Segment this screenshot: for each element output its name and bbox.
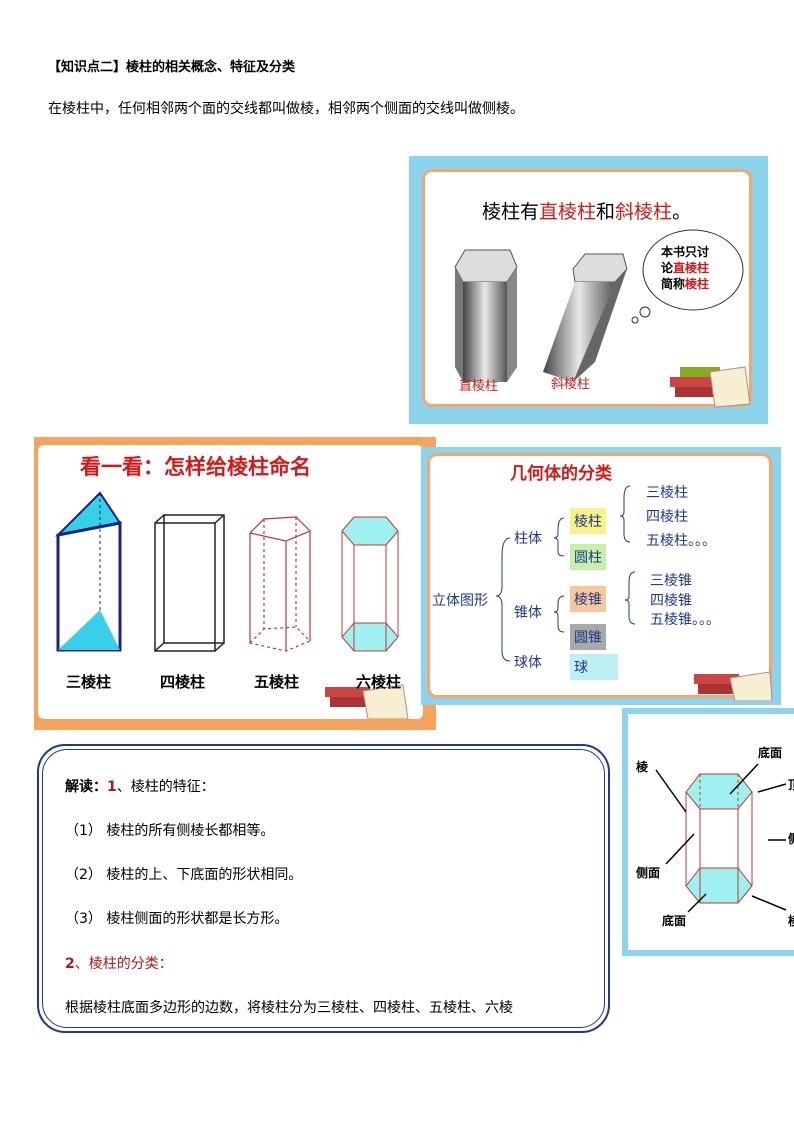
- books-icon: [325, 684, 409, 719]
- label-quadrangular-prism: 四棱柱: [160, 673, 206, 691]
- node-cone-body: 锥体: [514, 605, 542, 621]
- type-pyramid-2: 四棱锥: [650, 593, 692, 609]
- label-pentagonal-prism: 五棱柱: [254, 673, 300, 691]
- label-cut-bottom: 棱: [788, 912, 794, 929]
- node-cylinder-body: 柱体: [514, 531, 542, 547]
- slide2-title: 看一看：怎样给棱柱命名: [80, 454, 311, 479]
- label-lateral-face: 侧面: [636, 866, 661, 880]
- quadrangular-prism-icon: [154, 514, 225, 652]
- thought-bubble-icon: [631, 229, 744, 324]
- slide1-title: 棱柱有直棱柱和斜棱柱。: [482, 201, 692, 223]
- slide-solid-classification: 几何体的分类 立体图形 柱体 锥体 球体 棱柱 圆柱 棱锥 圆锥 球 三棱柱 四…: [421, 447, 781, 705]
- node-solid-figure: 立体图形: [432, 593, 488, 609]
- hexagonal-prism-icon: [341, 516, 399, 652]
- label-oblique-prism: 斜棱柱: [551, 377, 591, 392]
- type-pyramid-3: 五棱锥。。。: [650, 612, 720, 628]
- label-base-bottom: 底面: [662, 914, 687, 928]
- type-prism-2: 四棱柱: [646, 509, 688, 525]
- intro-text: 在棱柱中，任何相邻两个面的交线都叫做棱，相邻两个侧面的交线叫做侧棱。: [48, 101, 524, 117]
- slide3-title: 几何体的分类: [510, 464, 612, 484]
- labeled-hexagonal-prism: [655, 763, 787, 913]
- reading-line-5: 2、棱柱的分类：: [65, 956, 173, 972]
- bubble-text: 本书只讨 论直棱柱 简称棱柱: [661, 245, 710, 291]
- label-cut-mid: 侧: [788, 830, 794, 847]
- reading-box: 解读：1、棱柱的特征： （1） 棱柱的所有侧棱长都相等。 （2） 棱柱的上、下底…: [37, 744, 610, 1033]
- label-triangular-prism: 三棱柱: [66, 673, 112, 691]
- slide-naming-prisms: 看一看：怎样给棱柱命名: [34, 437, 436, 730]
- books-icon: [670, 366, 751, 408]
- box-pyramid: 棱锥: [570, 586, 606, 612]
- label-right-prism: 直棱柱: [459, 379, 499, 394]
- prism-illustrations: [454, 229, 751, 408]
- type-prism-1: 三棱柱: [646, 485, 688, 501]
- node-sphere-body: 球体: [514, 655, 542, 671]
- label-edge: 棱: [636, 760, 649, 774]
- prism-types-figure: [54, 491, 409, 719]
- books-icon: [694, 671, 773, 701]
- box-cylinder: 圆柱: [570, 544, 606, 570]
- label-hexagonal-prism: 六棱柱: [356, 673, 402, 691]
- section-heading: 【知识点二】棱柱的相关概念、特征及分类: [48, 60, 296, 75]
- pentagonal-prism-icon: [248, 516, 312, 652]
- reading-line-2: （1） 棱柱的所有侧棱长都相等。: [65, 823, 275, 839]
- oblique-prism-icon: [543, 253, 628, 382]
- right-prism-icon: [454, 249, 518, 382]
- triangular-prism-icon: [54, 491, 122, 652]
- type-prism-3: 五棱柱。。。: [646, 533, 716, 549]
- type-pyramid-1: 三棱锥: [650, 573, 692, 589]
- box-sphere: 球: [570, 654, 618, 680]
- slide-prism-parts: 棱 底面 侧面 底面 顶 侧 棱: [622, 708, 794, 956]
- label-base-top: 底面: [758, 746, 783, 760]
- reading-line-1: 解读：1、棱柱的特征：: [65, 779, 215, 795]
- reading-line-6: 根据棱柱底面多边形的边数，将棱柱分为三棱柱、四棱柱、五棱柱、六棱: [65, 1000, 513, 1016]
- box-cone: 圆锥: [570, 624, 606, 650]
- label-cut-top: 顶: [788, 776, 794, 793]
- classification-braces: [495, 485, 773, 701]
- box-prism: 棱柱: [570, 508, 606, 534]
- slide-right-oblique-prism: 棱柱有直棱柱和斜棱柱。: [409, 156, 768, 424]
- reading-line-3: （2） 棱柱的上、下底面的形状相同。: [65, 867, 303, 883]
- reading-line-4: （3） 棱柱侧面的形状都是长方形。: [65, 911, 289, 927]
